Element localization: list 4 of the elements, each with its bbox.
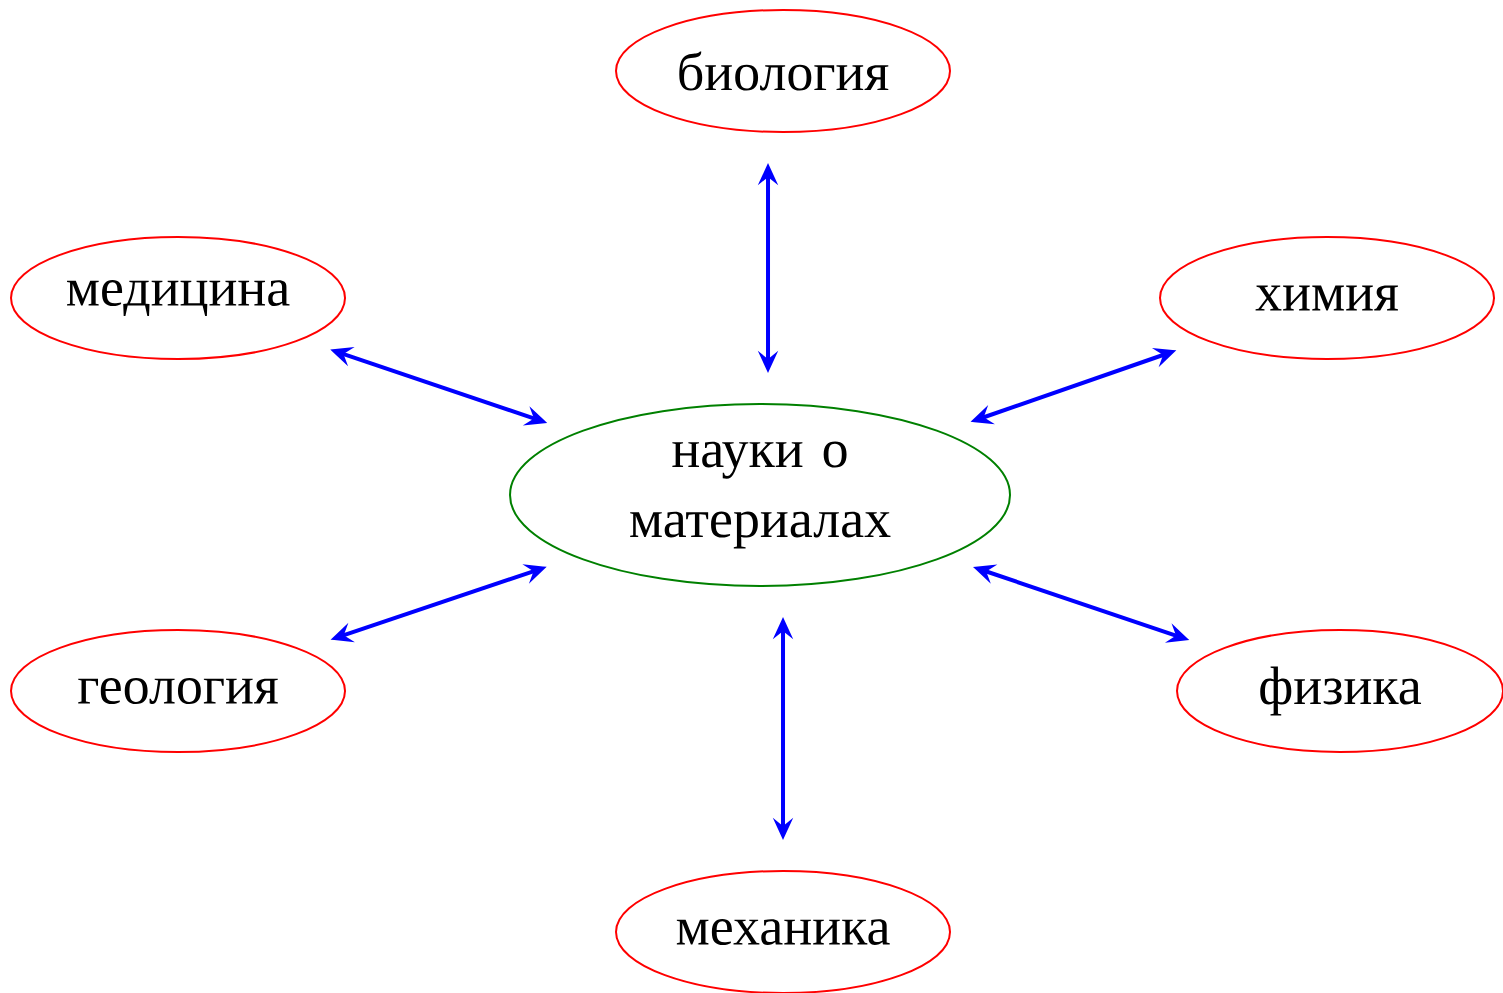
ellipse-node: медицина (10, 236, 346, 360)
ellipse-node: химия (1159, 236, 1495, 360)
ellipse-node: геология (10, 629, 346, 753)
ellipse-node: биология (615, 9, 951, 133)
